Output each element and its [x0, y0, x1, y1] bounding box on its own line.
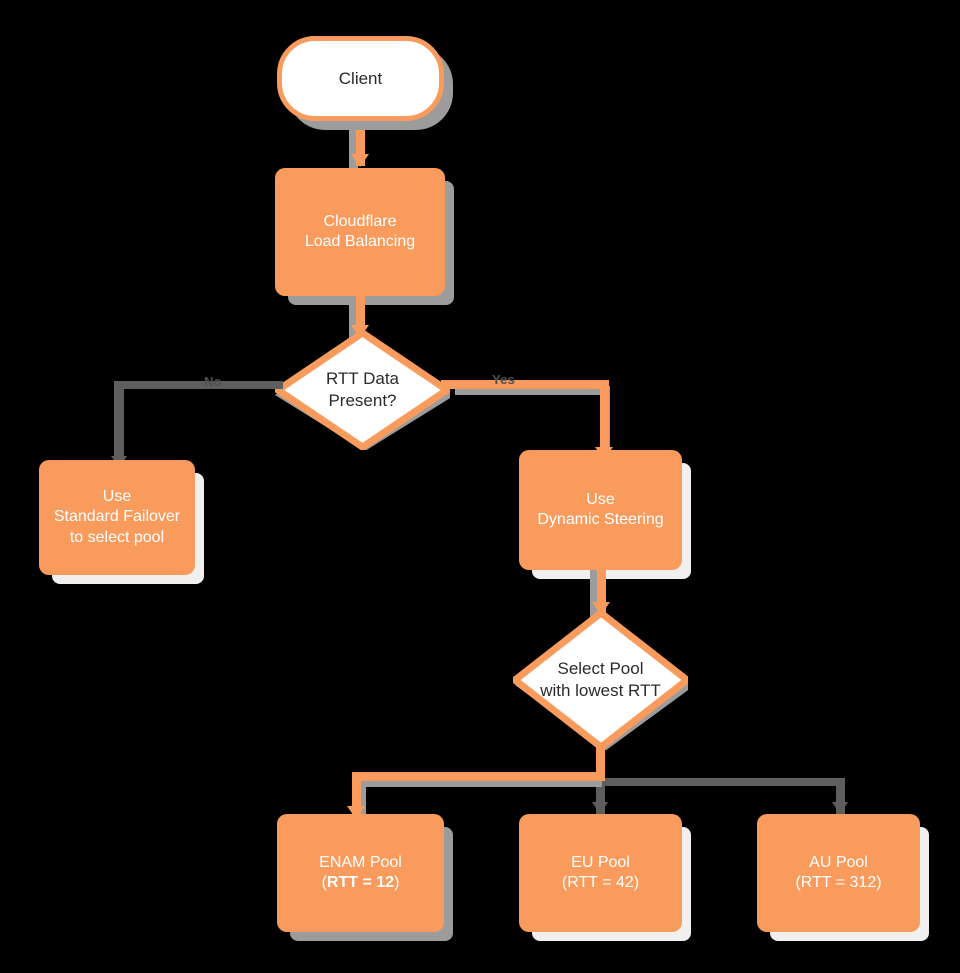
node-failover-text: Use Standard Failover to select pool — [54, 487, 180, 548]
node-clb-line1: Cloudflare — [323, 212, 397, 230]
edge-rtt-yes-horizontal — [441, 380, 609, 389]
edge-shadow-yes-horizontal — [455, 386, 610, 395]
node-eu-text: EU Pool (RTT = 42) — [562, 853, 639, 894]
edge-shadow-client-clb-cap — [322, 118, 386, 127]
node-rtt-line2: Present? — [328, 391, 397, 410]
select-pool-diamond-shape — [513, 610, 688, 750]
edge-select-enam-horizontal — [352, 772, 605, 781]
arrowhead-eu — [592, 802, 608, 814]
arrowhead-au — [832, 802, 848, 814]
decision-diamond-shape — [275, 330, 450, 450]
node-enam-line2: (RTT = 12) — [319, 873, 402, 893]
node-enam-line1: ENAM Pool — [319, 853, 402, 871]
node-select-line2: with lowest RTT — [540, 681, 661, 700]
node-au-line1: AU Pool — [809, 853, 868, 871]
node-dynamic-steering[interactable]: Use Dynamic Steering — [519, 450, 682, 570]
node-failover-line2: Standard Failover — [53, 508, 181, 526]
node-select-line1: Select Pool — [557, 659, 644, 679]
node-enam-paren-open: ( — [321, 874, 327, 891]
node-enam-paren-close: ) — [394, 874, 400, 891]
edge-rtt-no-horizontal — [118, 381, 283, 389]
node-standard-failover[interactable]: Use Standard Failover to select pool — [39, 460, 195, 575]
node-failover-line1: Use — [102, 487, 132, 505]
node-rtt-data-present[interactable]: RTT Data Present? — [275, 330, 450, 450]
node-rtt-label: RTT Data Present? — [275, 330, 450, 450]
edge-dynamic-select — [597, 565, 606, 613]
node-dynamic-line1: Use — [586, 490, 615, 508]
edge-label-yes: Yes — [492, 372, 516, 387]
edge-shadow-select-enam-v — [357, 778, 366, 816]
node-au-text: AU Pool (RTT = 312) — [795, 853, 881, 894]
node-au-pool[interactable]: AU Pool (RTT = 312) — [757, 814, 920, 932]
arrowhead-dynamic-select — [592, 602, 610, 615]
node-eu-line2: (RTT = 42) — [561, 874, 640, 891]
node-enam-rtt-value: RTT = 12 — [326, 874, 395, 891]
node-enam-text: ENAM Pool (RTT = 12) — [319, 853, 402, 894]
node-clb-text: Cloudflare Load Balancing — [305, 212, 415, 253]
node-dynamic-line2: Dynamic Steering — [537, 511, 664, 528]
edge-shadow-clb-rtt — [349, 296, 358, 341]
edge-shadow-select-enam-h — [357, 778, 602, 787]
node-select-pool[interactable]: Select Pool with lowest RTT — [513, 610, 688, 750]
edge-rtt-yes-vertical — [600, 380, 609, 458]
edge-rtt-no-vertical — [114, 381, 124, 468]
node-clb-line2: Load Balancing — [304, 233, 416, 250]
node-au-line2: (RTT = 312) — [795, 874, 882, 891]
node-enam-pool[interactable]: ENAM Pool (RTT = 12) — [277, 814, 444, 932]
edge-select-eu-vertical — [596, 778, 605, 814]
node-select-pool-label: Select Pool with lowest RTT — [513, 610, 688, 750]
node-failover-line3: to select pool — [69, 528, 165, 546]
edge-shadow-dynamic-select — [590, 570, 599, 618]
node-rtt-line1: RTT Data — [325, 369, 400, 389]
edge-clb-rtt — [356, 290, 365, 334]
edge-label-no: No — [204, 374, 222, 389]
node-client-label: Client — [338, 68, 383, 88]
arrowhead-client-clb — [351, 154, 369, 167]
edge-shadow-client-clb — [349, 123, 358, 171]
node-eu-line1: EU Pool — [571, 853, 630, 871]
edge-select-enam-stub — [596, 745, 605, 778]
edge-select-enam-vertical — [352, 772, 361, 816]
edge-select-pools-trunk — [595, 778, 845, 786]
node-eu-pool[interactable]: EU Pool (RTT = 42) — [519, 814, 682, 932]
edge-client-clb — [356, 118, 365, 166]
node-cloudflare-load-balancing[interactable]: Cloudflare Load Balancing — [275, 168, 445, 296]
node-client[interactable]: Client — [277, 36, 444, 121]
node-dynamic-text: Use Dynamic Steering — [537, 490, 663, 531]
edge-select-au-vertical — [836, 778, 845, 814]
